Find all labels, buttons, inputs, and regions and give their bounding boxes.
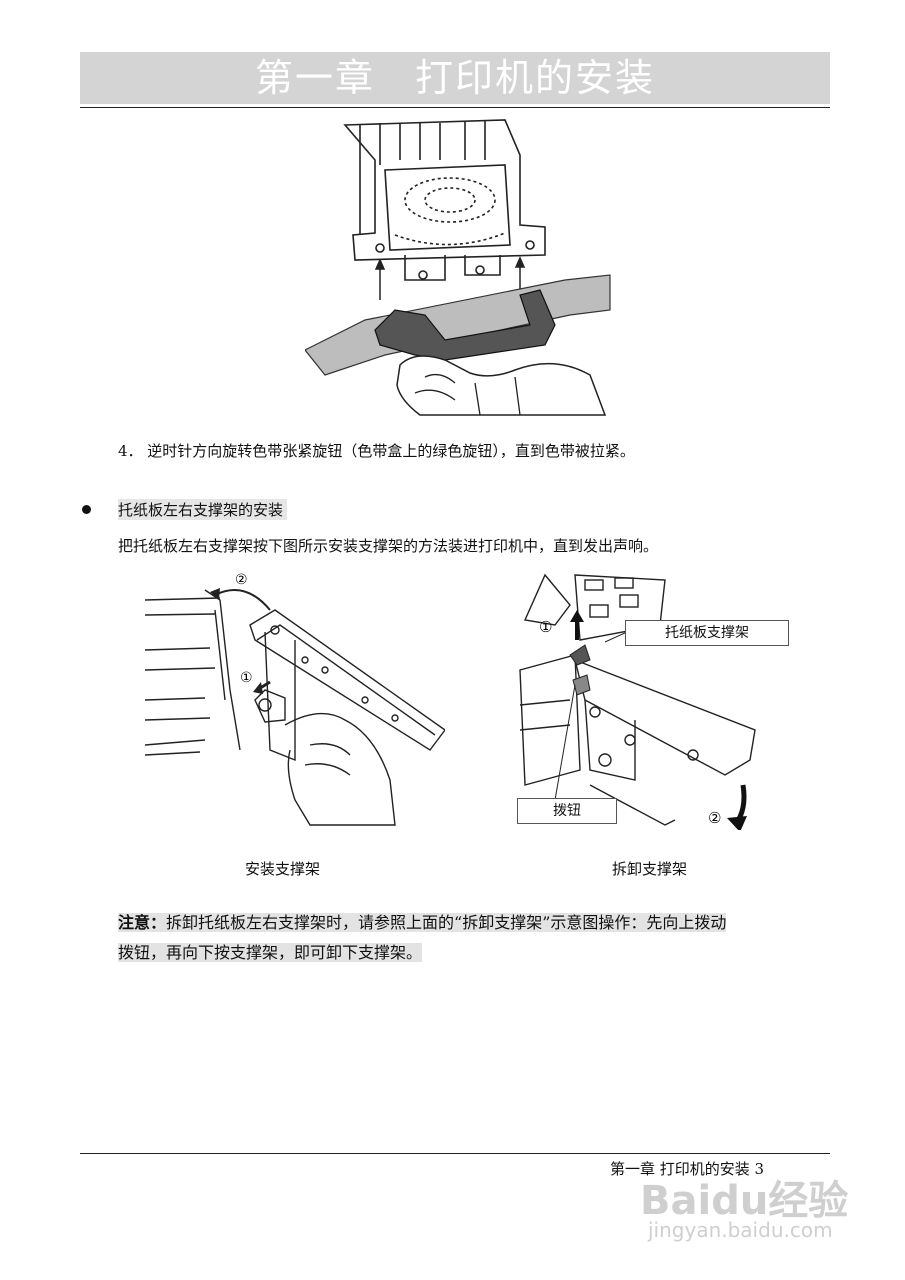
step-4-text: 4． 逆时针方向旋转色带张紧旋钮（色带盒上的绿色旋钮），直到色带被拉紧。: [118, 442, 635, 460]
right-mark-2: ②: [708, 809, 721, 827]
footer-text: 第一章 打印机的安装 3: [610, 1160, 765, 1178]
left-mark-2: ②: [235, 572, 248, 588]
watermark-brand: Baidu经验: [640, 1178, 849, 1224]
note-label: 注意：: [118, 913, 167, 932]
section-bullet: [82, 505, 91, 514]
note-line-2: 拨钮，再向下按支撑架，即可卸下支撑架。: [118, 943, 423, 962]
ribbon-cassette-figure: [305, 115, 615, 420]
install-bracket-figure: ② ①: [145, 570, 445, 830]
note-block: 注意：拆卸托纸板左右支撑架时，请参照上面的“拆卸支撑架”示意图操作：先向上拨动 …: [118, 908, 830, 968]
right-mark-1: ①: [539, 618, 552, 636]
right-figure-caption: 拆卸支撑架: [612, 860, 688, 878]
chapter-header: 第一章 打印机的安装: [80, 52, 830, 104]
watermark-url: jingyan.baidu.com: [648, 1218, 833, 1242]
left-figure-caption: 安装支撑架: [245, 860, 321, 878]
left-mark-1: ①: [240, 670, 253, 686]
section-body: 把托纸板左右支撑架按下图所示安装支撑架的方法装进打印机中，直到发出声响。: [118, 537, 659, 555]
section-title: 托纸板左右支撑架的安装: [118, 499, 288, 520]
note-line-1: 注意：拆卸托纸板左右支撑架时，请参照上面的“拆卸支撑架”示意图操作：先向上拨动: [118, 913, 727, 932]
header-rule: [80, 107, 830, 108]
note-text-1: 拆卸托纸板左右支撑架时，请参照上面的“拆卸支撑架”示意图操作：先向上拨动: [166, 913, 727, 932]
remove-bracket-figure: ① ②: [515, 570, 760, 830]
callout-lever: 拨钮: [517, 798, 617, 824]
footer-rule: [80, 1153, 830, 1154]
callout-bracket: 托纸板支撑架: [625, 620, 789, 646]
